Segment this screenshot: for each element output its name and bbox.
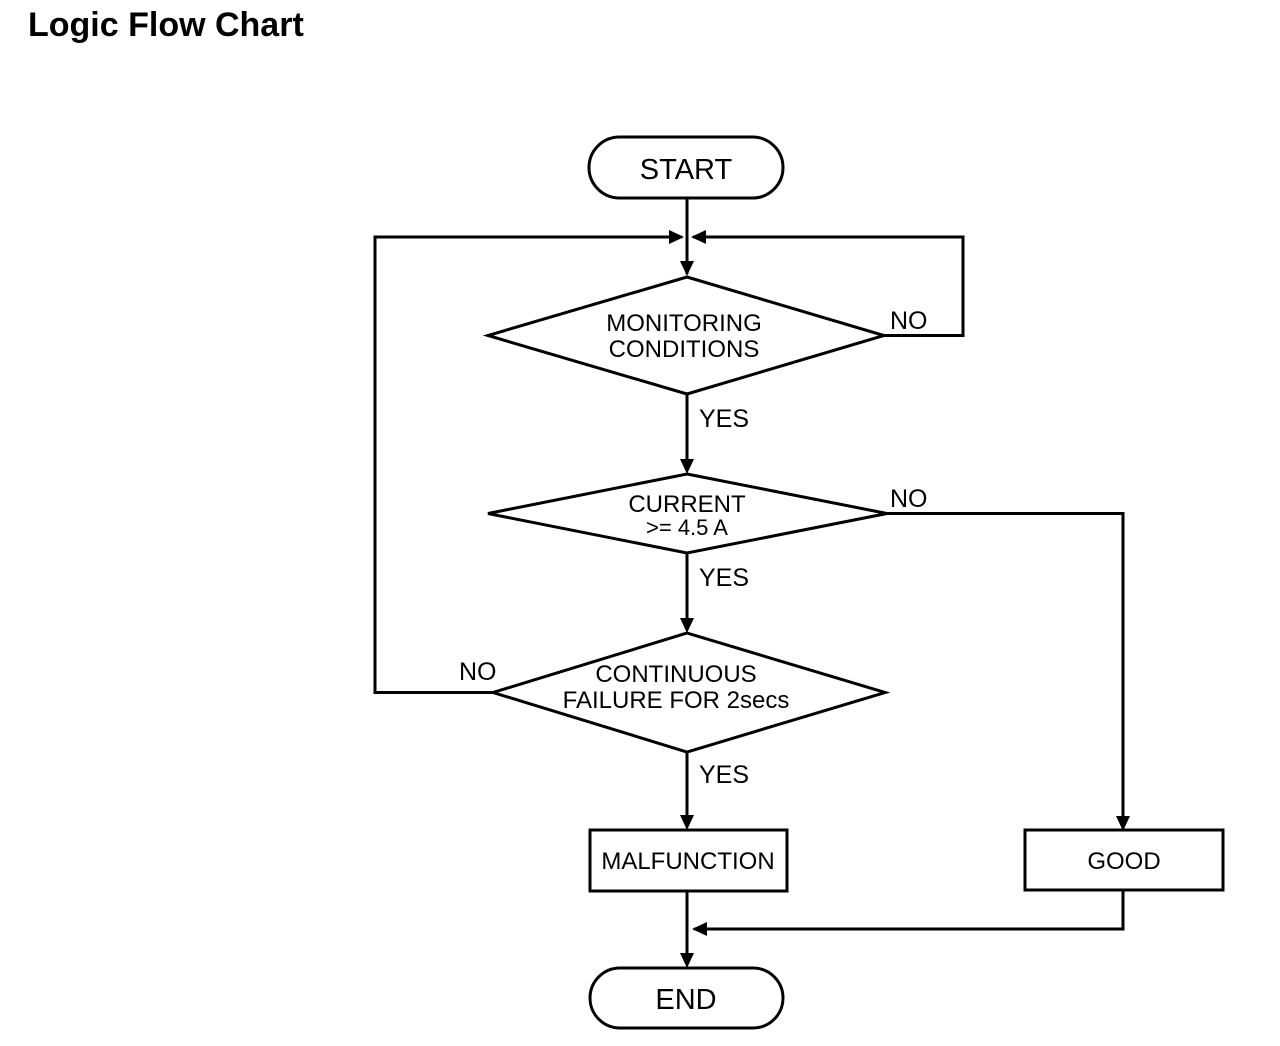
monitoring-label-line2: CONDITIONS xyxy=(609,336,760,363)
arrowhead-into-continuous xyxy=(680,618,694,633)
current-yes-label: YES xyxy=(699,564,749,592)
monitoring-no-label: NO xyxy=(890,307,928,335)
process-good xyxy=(1023,828,1225,892)
connector-monitoring-no-loop xyxy=(693,235,965,337)
current-label-line2: >= 4.5 A xyxy=(646,515,728,540)
decision-continuous-failure xyxy=(487,631,891,754)
monitoring-yes-label: YES xyxy=(699,405,749,433)
continuous-label-line2: FAILURE FOR 2secs xyxy=(563,687,790,714)
process-malfunction xyxy=(588,828,789,893)
connector-good-to-end xyxy=(694,890,1125,931)
monitoring-label-line1: MONITORING xyxy=(606,310,762,337)
decision-current-threshold xyxy=(487,472,888,555)
arrowhead-junction-from-left xyxy=(669,230,684,244)
decision-monitoring-conditions xyxy=(482,275,890,396)
arrowhead-into-end xyxy=(680,953,694,968)
arrowhead-into-malfunction xyxy=(680,815,694,830)
arrowhead-good-merge xyxy=(692,922,707,936)
start-label: START xyxy=(640,154,733,186)
malfunction-label: MALFUNCTION xyxy=(601,848,774,875)
current-label-line1: CURRENT xyxy=(628,491,746,518)
page-title: Logic Flow Chart xyxy=(28,6,304,44)
continuous-yes-label: YES xyxy=(699,761,749,789)
start-node xyxy=(587,135,785,200)
connector-current-no xyxy=(887,512,1125,828)
good-label: GOOD xyxy=(1087,848,1160,875)
arrowhead-into-current xyxy=(680,459,694,474)
arrowhead-into-good xyxy=(1116,816,1130,831)
continuous-no-label: NO xyxy=(459,658,497,686)
end-node xyxy=(588,966,785,1030)
end-label: END xyxy=(655,984,716,1016)
connector-continuous-no-loop xyxy=(373,235,682,694)
arrowhead-into-monitoring xyxy=(680,261,694,276)
continuous-label-line1: CONTINUOUS xyxy=(595,661,756,688)
arrowhead-junction-from-right xyxy=(691,230,706,244)
current-no-label: NO xyxy=(890,485,928,513)
